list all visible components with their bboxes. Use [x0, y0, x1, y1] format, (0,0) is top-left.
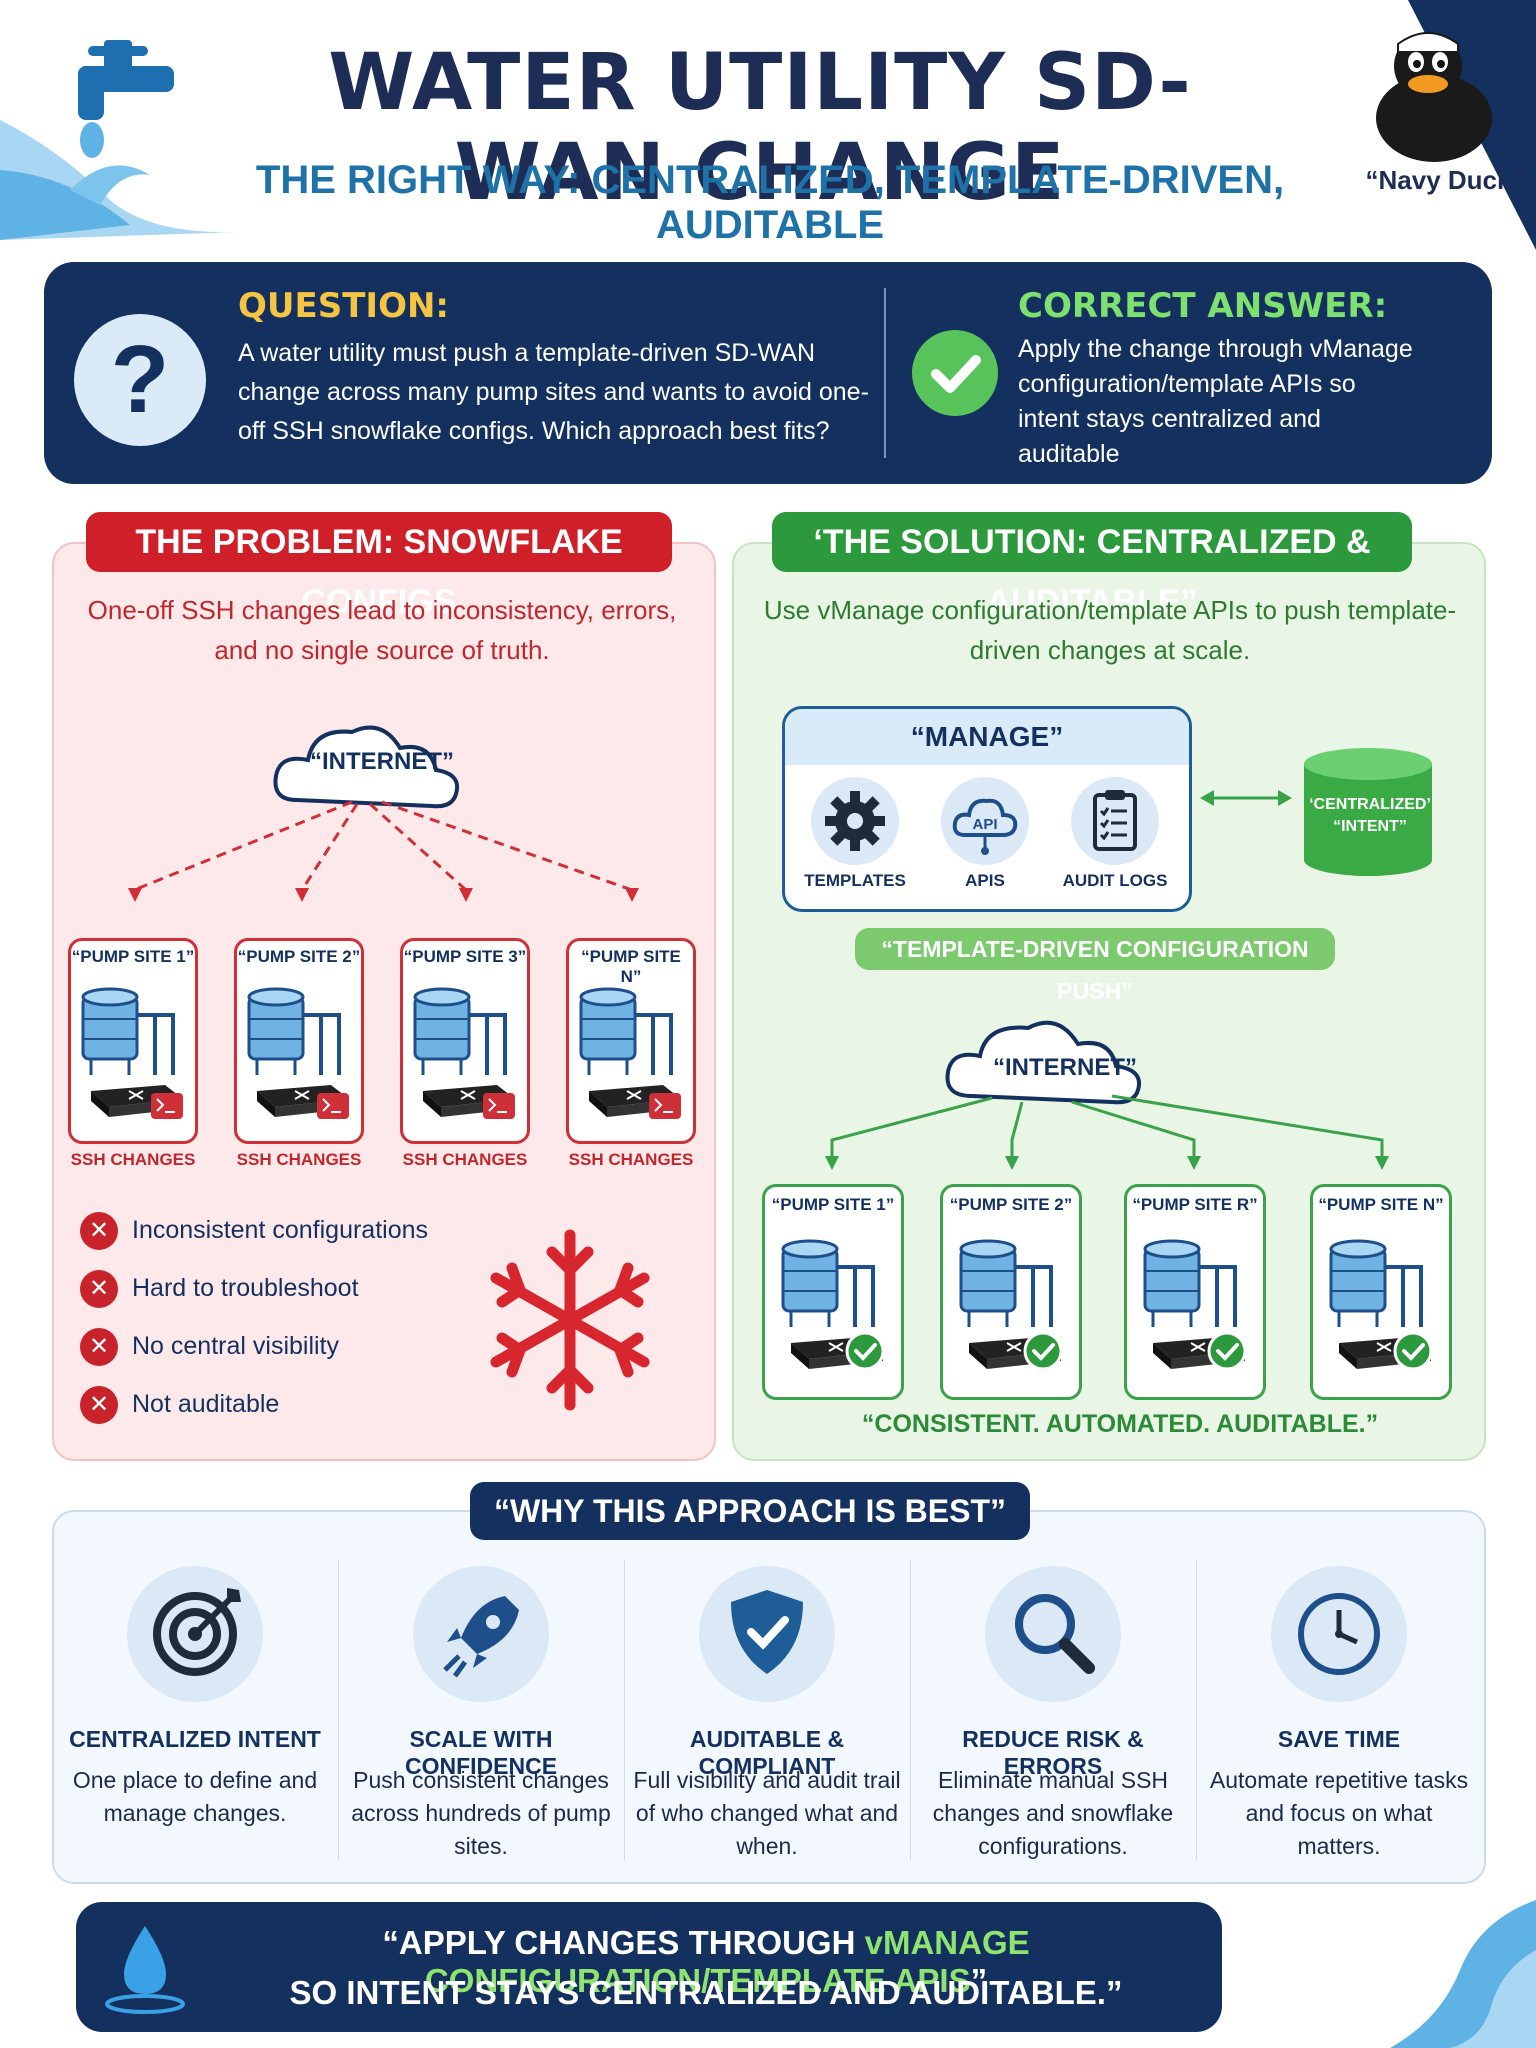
solution-pump-site: “PUMP SITE 1”	[762, 1184, 904, 1400]
problem-title: THE PROBLEM: SNOWFLAKE CONFIGS	[86, 512, 672, 621]
pump-station-router-icon	[1143, 1239, 1247, 1371]
snowflake-icon	[490, 1229, 650, 1411]
magnifier-icon	[985, 1566, 1121, 1702]
pump-station-router-icon	[247, 987, 349, 1119]
vmanage-item-templates: TEMPLATES	[804, 871, 906, 890]
summary-footer: “APPLY CHANGES THROUGH vMANAGE CONFIGURA…	[76, 1902, 1222, 2032]
issue-item: Hard to troubleshoot	[132, 1274, 359, 1302]
x-icon: ✕	[80, 1212, 118, 1250]
api-cloud-icon: API	[941, 777, 1029, 865]
benefit-heading: SAVE TIME	[1277, 1726, 1401, 1752]
pump-station-router-icon	[413, 987, 515, 1119]
benefit-text: Push consistent changes across hundreds …	[351, 1767, 611, 1859]
vmanage-item-apis: APIS	[965, 871, 1005, 890]
database-cylinder-icon	[1304, 748, 1432, 876]
problem-cloud-label: “INTERNET”	[310, 748, 454, 775]
banner-divider	[884, 288, 886, 458]
benefit-text: One place to define and manage changes.	[72, 1767, 318, 1826]
benefit-text: Full visibility and audit trail of who c…	[633, 1767, 901, 1859]
benefit-divider	[1196, 1560, 1197, 1860]
ssh-changes-label: SSH CHANGES	[568, 1150, 694, 1169]
page-subtitle: THE RIGHT WAY: CENTRALIZED, TEMPLATE-DRI…	[255, 158, 1285, 247]
vmanage-box: “MANAGE” API	[782, 706, 1192, 912]
question-answer-banner: ? QUESTION: A water utility must push a …	[44, 262, 1492, 484]
x-icon: ✕	[80, 1270, 118, 1308]
benefit-divider	[338, 1560, 339, 1860]
benefit-text: Automate repetitive tasks and focus on w…	[1209, 1767, 1469, 1859]
target-icon	[127, 1566, 263, 1702]
problem-description: One-off SSH changes lead to inconsistenc…	[87, 595, 677, 665]
benefits-title: “WHY THIS APPROACH IS BEST”	[470, 1482, 1030, 1540]
question-text: A water utility must push a template-dri…	[238, 339, 869, 445]
ssh-changes-label: SSH CHANGES	[236, 1150, 362, 1169]
water-faucet-splash-icon	[0, 40, 240, 240]
solution-pump-site: “PUMP SITE 2”	[940, 1184, 1082, 1400]
x-icon: ✕	[80, 1386, 118, 1424]
water-wave-icon	[1390, 1900, 1536, 2048]
footer-line-1: “APPLY CHANGES THROUGH vMANAGE CONFIGURA…	[382, 1924, 1030, 1999]
water-drop-icon	[105, 1926, 185, 2014]
solution-title: ‘THE SOLUTION: CENTRALIZED & AUDITABLE”	[772, 512, 1412, 621]
internet-cloud-icon	[945, 1020, 1141, 1105]
pump-station-router-icon	[959, 1239, 1063, 1371]
template-push-label: “TEMPLATE-DRIVEN CONFIGURATION PUSH”	[855, 928, 1335, 1004]
problem-pump-site: “PUMP SITE 3”	[400, 938, 530, 1144]
navy-duck-mascot-icon	[1376, 0, 1536, 250]
solution-network-diagram	[825, 1020, 1389, 1170]
problem-pump-site: “PUMP SITE 1”	[68, 938, 198, 1144]
vmanage-item-audit-logs: AUDIT LOGS	[1062, 871, 1168, 890]
ssh-changes-label: SSH CHANGES	[402, 1150, 528, 1169]
x-icon: ✕	[80, 1328, 118, 1366]
clock-icon	[1271, 1566, 1407, 1702]
pump-station-router-icon	[1329, 1239, 1433, 1371]
centralized-intent-label: ‘CENTRALIZED’ “INTENT”	[1309, 796, 1431, 835]
answer-text: Apply the change through vManage configu…	[1018, 335, 1413, 468]
problem-pump-site: “PUMP SITE 2”	[234, 938, 364, 1144]
solution-pump-site: “PUMP SITE R”	[1124, 1184, 1266, 1400]
solution-tagline: “CONSISTENT. AUTOMATED. AUDITABLE.”	[861, 1410, 1379, 1438]
benefit-heading: AUDITABLE & COMPLIANT	[689, 1726, 845, 1779]
benefit-divider	[624, 1560, 625, 1860]
solution-pump-site: “PUMP SITE N”	[1310, 1184, 1452, 1400]
vmanage-title: “MANAGE”	[910, 721, 1064, 752]
page-title: WATER UTILITY SD-WAN CHANGE	[328, 38, 1192, 218]
mascot-label: “Navy Duck”	[1365, 165, 1525, 195]
bidirectional-arrow-icon	[1200, 790, 1292, 806]
issue-item: Inconsistent configurations	[132, 1216, 429, 1244]
rocket-icon	[413, 1566, 549, 1702]
pump-station-router-icon	[579, 987, 681, 1119]
issue-item: No central visibility	[132, 1332, 340, 1360]
ssh-changes-label: SSH CHANGES	[70, 1150, 196, 1169]
checkmark-icon	[912, 330, 998, 416]
question-label: QUESTION:	[238, 286, 450, 326]
problem-pump-site: “PUMP SITE N”	[566, 938, 696, 1144]
pump-station-router-icon	[81, 987, 183, 1119]
solution-description: Use vManage configuration/template APIs …	[763, 595, 1457, 665]
internet-cloud-icon	[273, 725, 459, 809]
benefit-divider	[910, 1560, 911, 1860]
pump-station-router-icon	[781, 1239, 885, 1371]
clipboard-checklist-icon	[1071, 777, 1159, 865]
solution-cloud-label: “INTERNET”	[993, 1054, 1137, 1081]
footer-line-2: SO INTENT STAYS CENTRALIZED AND AUDITABL…	[289, 1974, 1123, 2011]
shield-check-icon	[699, 1566, 835, 1702]
benefit-heading: SCALE WITH CONFIDENCE	[404, 1726, 558, 1779]
answer-label: CORRECT ANSWER:	[1018, 286, 1388, 326]
question-mark-icon: ?	[74, 314, 206, 446]
benefit-heading: CENTRALIZED INTENT	[69, 1726, 321, 1752]
issue-item: Not auditable	[132, 1390, 280, 1418]
benefit-heading: REDUCE RISK & ERRORS	[962, 1726, 1144, 1779]
api-badge-text: API	[972, 816, 997, 833]
benefit-text: Eliminate manual SSH changes and snowfla…	[932, 1767, 1174, 1859]
gear-icon	[811, 777, 899, 865]
problem-network-diagram	[128, 725, 639, 902]
